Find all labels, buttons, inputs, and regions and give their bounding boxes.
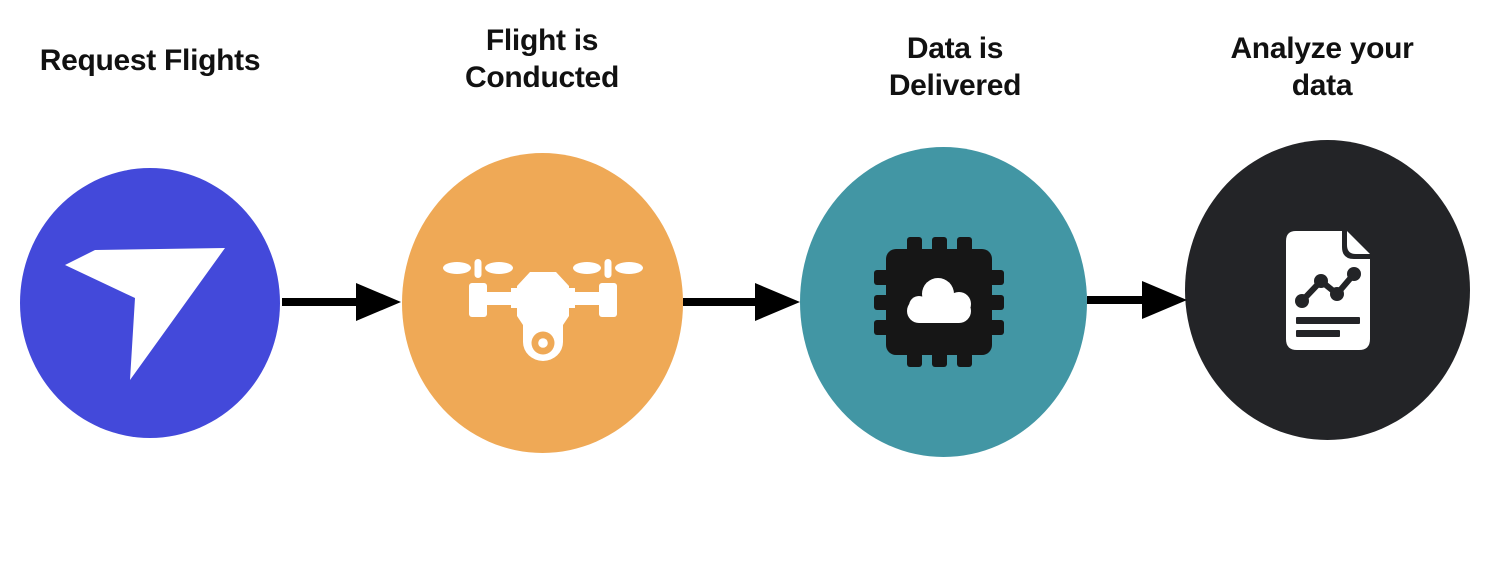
arrow-3-shaft [1087,296,1144,304]
step-label-analyze-data: Analyze your data [1230,32,1414,102]
chip-cloud-icon [873,237,1004,367]
arrow-2-head-icon [755,283,800,321]
send-plane-icon [65,248,225,380]
chart-line-glyph [1294,266,1361,337]
arrow-1-head-icon [356,283,401,321]
drone-icon [442,259,643,361]
step-circle-data-delivered [800,147,1087,457]
step-circle-analyze-data [1185,140,1470,440]
report-document-icon [1285,230,1370,350]
arrow-3-head-icon [1142,281,1187,319]
cloud-glyph [906,278,971,323]
step-circle-flight-conducted [402,153,683,453]
arrow-2-shaft [683,298,757,306]
step-label-data-delivered: Data is Delivered [888,32,1022,102]
step-label-flight-conducted: Flight is Conducted [465,24,619,94]
step-circle-request-flights [20,168,280,438]
arrow-1-shaft [282,298,358,306]
step-label-request-flights: Request Flights [39,44,261,77]
